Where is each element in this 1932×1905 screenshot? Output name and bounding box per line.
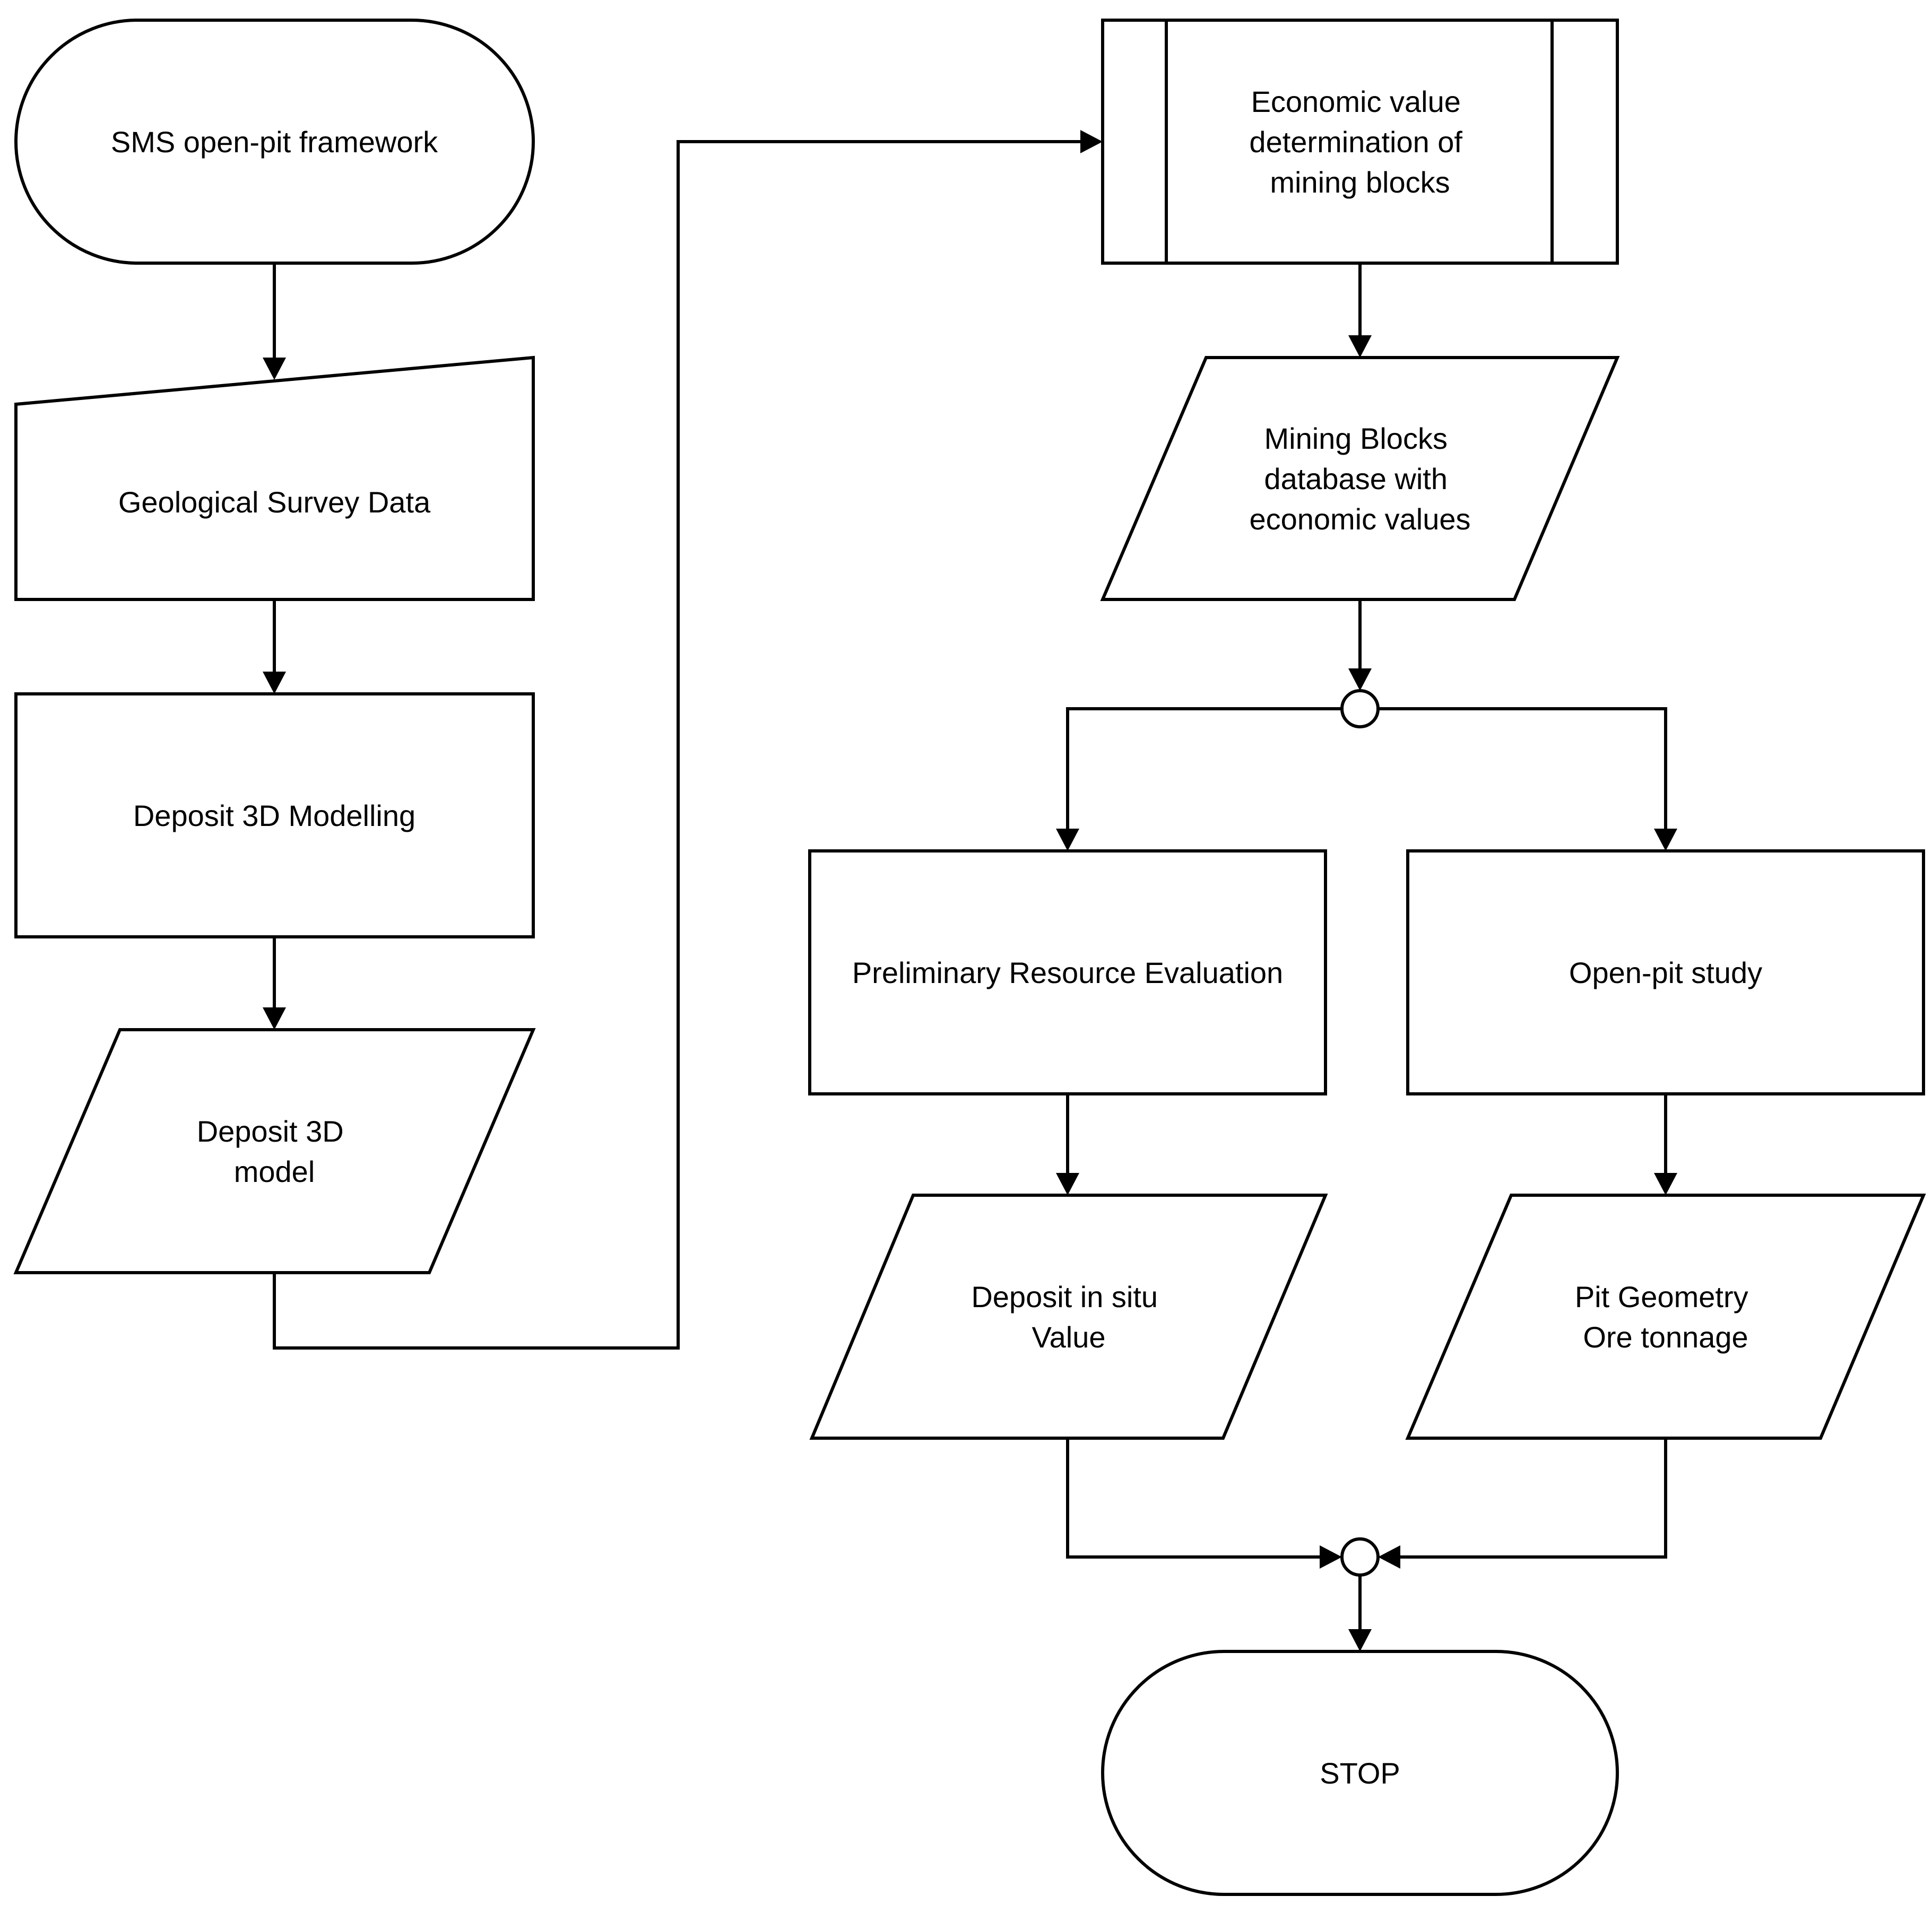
economic-value-label-line2: determination of: [1249, 125, 1462, 159]
pit-geometry-node: Pit Geometry Ore tonnage: [1405, 1194, 1926, 1440]
mining-blocks-database-node: Mining Blocks database with economic val…: [1100, 356, 1620, 601]
deposit-3d-modelling-label: Deposit 3D Modelling: [133, 799, 415, 832]
mining-blocks-label-line2: database with: [1264, 462, 1448, 495]
start-label: SMS open-pit framework: [111, 125, 438, 159]
connector-insitu-to-merge: [1066, 1438, 1342, 1569]
connector-split-to-preliminary: [1056, 707, 1342, 851]
connector-modelling-to-model: [263, 937, 286, 1030]
connector-split-to-openpit: [1378, 707, 1677, 851]
svg-text:Deposit 3D model: Deposit 3D model: [197, 1115, 352, 1188]
mining-blocks-label-line3: economic values: [1249, 502, 1470, 536]
svg-text:SMS open-pit framework: SMS open-pit framework: [111, 125, 438, 159]
connector-openpit-to-pitgeometry: [1654, 1094, 1677, 1195]
deposit-in-situ-label-line1: Deposit in situ: [971, 1280, 1158, 1314]
connector-database-to-split: [1348, 599, 1372, 691]
svg-text:Geological Survey Data: Geological Survey Data: [118, 485, 431, 519]
preliminary-resource-evaluation-node: Preliminary Resource Evaluation: [808, 849, 1327, 1095]
svg-text:Deposit 3D Modelling: Deposit 3D Modelling: [133, 799, 415, 832]
svg-text:Pit Geometry Ore tonnage: Pit Geometry Ore tonnage: [1575, 1280, 1756, 1354]
deposit-in-situ-value-node: Deposit in situ Value: [809, 1194, 1328, 1440]
deposit-in-situ-label-line2: Value: [1032, 1320, 1105, 1354]
connector-economic-to-database: [1348, 263, 1372, 358]
merge-junction: [1340, 1537, 1380, 1577]
connector-merge-to-stop: [1348, 1575, 1372, 1651]
deposit-3d-model-node: Deposit 3D model: [13, 1028, 536, 1274]
svg-text:STOP: STOP: [1320, 1756, 1400, 1790]
start-node: SMS open-pit framework: [14, 19, 535, 265]
economic-value-label-line1: Economic value: [1251, 85, 1461, 118]
split-junction: [1340, 689, 1380, 728]
svg-text:Deposit in situ Value: Deposit in situ Value: [971, 1280, 1166, 1354]
mining-blocks-label-line1: Mining Blocks: [1264, 422, 1447, 455]
connector-preliminary-to-insitu: [1056, 1094, 1079, 1195]
economic-value-label-line3: mining blocks: [1270, 166, 1450, 199]
geological-survey-data-node: Geological Survey Data: [14, 355, 535, 601]
open-pit-study-node: Open-pit study: [1406, 849, 1925, 1095]
preliminary-resource-evaluation-label: Preliminary Resource Evaluation: [852, 956, 1283, 989]
pit-geometry-label-line1: Pit Geometry: [1575, 1280, 1748, 1314]
economic-value-determination-node: Economic value determination of mining b…: [1101, 19, 1619, 265]
svg-text:Preliminary Resource Evaluatio: Preliminary Resource Evaluation: [852, 956, 1283, 989]
open-pit-study-label: Open-pit study: [1569, 956, 1762, 989]
svg-text:Open-pit study: Open-pit study: [1569, 956, 1762, 989]
connector-survey-to-modelling: [263, 599, 286, 694]
stop-node: STOP: [1101, 1650, 1619, 1896]
connector-model-to-economic: [273, 130, 1103, 1350]
pit-geometry-label-line2: Ore tonnage: [1583, 1320, 1748, 1354]
deposit-3d-model-label-line2: model: [234, 1155, 315, 1188]
deposit-3d-modelling-node: Deposit 3D Modelling: [14, 692, 535, 938]
stop-label: STOP: [1320, 1756, 1400, 1790]
svg-text:Economic value determina: Economic value determination of mining b…: [1249, 85, 1470, 199]
geological-survey-data-label: Geological Survey Data: [118, 485, 431, 519]
connector-pitgeometry-to-merge: [1378, 1438, 1667, 1569]
deposit-3d-model-label-line1: Deposit 3D: [197, 1115, 344, 1148]
svg-text:Mining Blocks database w: Mining Blocks database with economic val…: [1249, 422, 1470, 536]
connector-start-to-survey: [263, 263, 286, 380]
